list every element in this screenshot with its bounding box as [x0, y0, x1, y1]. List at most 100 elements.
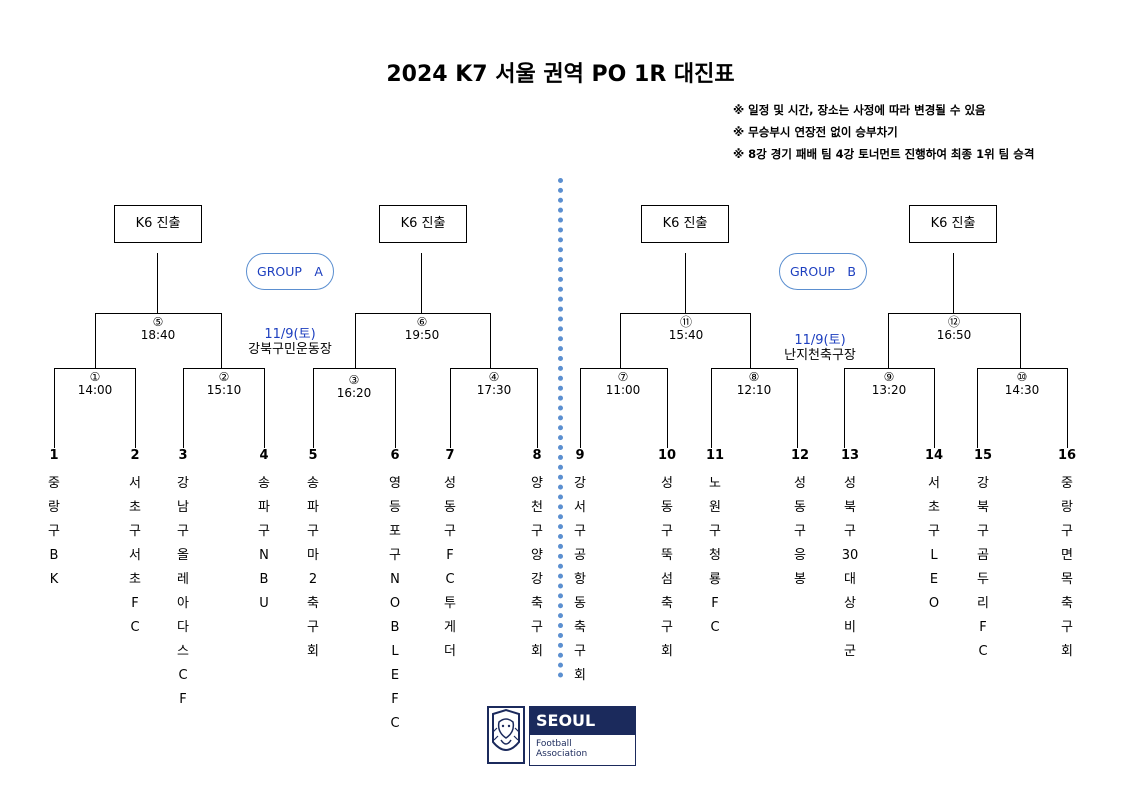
team-name-char: 동: [794, 500, 806, 515]
group-a-badge: GROUP A: [246, 253, 334, 290]
team-name-char: E: [390, 668, 400, 683]
note-2: ※ 무승부시 연장전 없이 승부차기: [733, 125, 898, 139]
match-time: 13:20: [871, 383, 907, 397]
team-name-char: 올: [177, 548, 189, 563]
team-name-char: 노: [709, 476, 721, 491]
team-seed-number: 16: [1057, 448, 1077, 463]
team-name-char: 성: [844, 476, 856, 491]
team-name-char: 구: [709, 524, 721, 539]
team-name-char: O: [928, 596, 940, 611]
match-time: 16:20: [336, 386, 372, 400]
team-name-char: C: [445, 572, 455, 587]
k6-advance-box-1: K6 진출: [114, 205, 202, 243]
team-name-char: 회: [661, 644, 673, 659]
team-name-char: 강: [177, 476, 189, 491]
team-name-char: 동: [574, 596, 586, 611]
team-name-char: 서: [129, 476, 141, 491]
lion-emblem-icon: [487, 706, 525, 764]
team-name-char: C: [390, 716, 400, 731]
team-seed-number: 12: [790, 448, 810, 463]
team-seed-number: 2: [130, 448, 140, 463]
match-time: 18:40: [140, 328, 176, 342]
team-name-char: 아: [177, 596, 189, 611]
team-name-char: C: [978, 644, 988, 659]
logo-subtitle: Football Association: [536, 739, 588, 759]
team-name-char: 동: [661, 500, 673, 515]
match-number: ⑩: [1016, 370, 1028, 384]
team-name-char: 구: [844, 524, 856, 539]
match-number: ⑤: [152, 315, 164, 329]
team-name-char: 양: [531, 476, 543, 491]
team-name-char: 비: [844, 620, 856, 635]
team-name-char: 두: [977, 572, 989, 587]
team-name-char: 축: [661, 596, 673, 611]
group-a-date: 11/9(토): [264, 327, 316, 342]
team-name-char: 대: [844, 572, 856, 587]
team-name-char: 서: [129, 548, 141, 563]
team-name-char: C: [710, 620, 720, 635]
team-name-char: 축: [531, 596, 543, 611]
team-name-char: 강: [977, 476, 989, 491]
page-title: 2024 K7 서울 권역 PO 1R 대진표: [386, 62, 735, 87]
team-seed-number: 6: [390, 448, 400, 463]
team-name-char: 축: [574, 620, 586, 635]
team-name-char: L: [930, 548, 938, 563]
team-name-char: K: [49, 572, 59, 587]
team-name-char: 봉: [794, 572, 806, 587]
team-name-char: C: [178, 668, 188, 683]
match-time: 15:40: [668, 328, 704, 342]
team-name-char: 구: [1061, 524, 1073, 539]
team-name-char: C: [130, 620, 140, 635]
team-seed-number: 9: [575, 448, 585, 463]
team-name-char: 공: [574, 548, 586, 563]
team-name-char: 강: [531, 572, 543, 587]
team-name-char: 30: [841, 548, 859, 563]
team-seed-number: 8: [532, 448, 542, 463]
team-name-char: 목: [1061, 572, 1073, 587]
team-seed-number: 15: [973, 448, 993, 463]
team-name-char: 구: [574, 524, 586, 539]
match-time: 14:00: [77, 383, 113, 397]
team-name-char: L: [391, 644, 399, 659]
team-name-char: 원: [709, 500, 721, 515]
group-divider: [558, 178, 563, 678]
team-name-char: 서: [574, 500, 586, 515]
team-name-char: B: [49, 548, 59, 563]
team-name-char: 중: [48, 476, 60, 491]
team-name-char: 투: [444, 596, 456, 611]
team-name-char: 북: [977, 500, 989, 515]
team-name-char: 초: [129, 572, 141, 587]
team-seed-number: 5: [308, 448, 318, 463]
team-name-char: 회: [531, 644, 543, 659]
team-name-char: 서: [928, 476, 940, 491]
team-name-char: 영: [389, 476, 401, 491]
team-name-char: 뚝: [661, 548, 673, 563]
logo-title: SEOUL: [530, 707, 635, 735]
team-name-char: 축: [1061, 596, 1073, 611]
team-name-char: 회: [574, 668, 586, 683]
match-number: ⑧: [748, 370, 760, 384]
team-seed-number: 11: [705, 448, 725, 463]
team-name-char: 상: [844, 596, 856, 611]
team-name-char: F: [179, 692, 187, 707]
team-name-char: 구: [129, 524, 141, 539]
k6-advance-box-3: K6 진출: [641, 205, 729, 243]
team-name-char: 마: [307, 548, 319, 563]
team-name-char: B: [259, 572, 269, 587]
team-name-char: 중: [1061, 476, 1073, 491]
team-seed-number: 10: [657, 448, 677, 463]
